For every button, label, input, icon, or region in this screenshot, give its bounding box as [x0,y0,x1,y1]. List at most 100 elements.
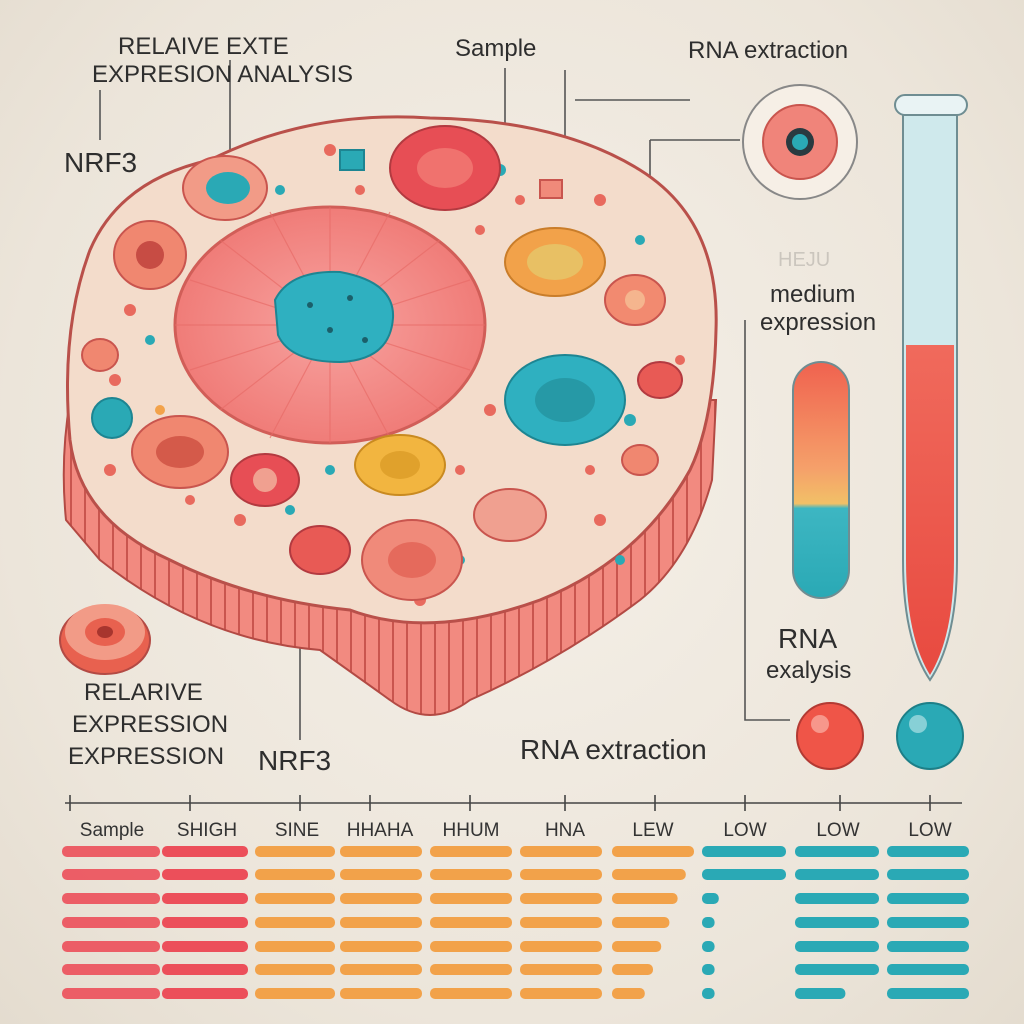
expression-bar [702,917,715,928]
table-axis [65,795,962,811]
expression-bar [162,893,248,904]
sample-label-top: Sample [455,35,537,62]
central-gland [173,205,487,445]
expression-label: expression [760,309,877,336]
expression-bar [795,988,846,999]
table-header: LOW [723,820,767,841]
expression-bar [520,941,602,952]
expression-bar [255,941,335,952]
expression-bar-grid [62,846,969,999]
expression-bar [520,964,602,975]
rna-extraction-label-bottom: RNA extraction [520,734,707,765]
expression-bar [162,869,248,880]
expression-bar [62,964,160,975]
expression-bar [520,893,602,904]
expression-bar [612,988,645,999]
table-header: HHAHA [346,820,414,841]
expression-bar [62,869,160,880]
expression-bar [612,869,686,880]
expression-bar [887,941,969,952]
expression-bar [887,893,969,904]
expression-bar [340,846,422,857]
title-line2: EXPRESION ANALYSIS [92,61,353,88]
rna-label: RNA [778,623,838,654]
expression-bar [340,869,422,880]
expression-bar [795,941,879,952]
exalysis-label: exalysis [766,657,852,684]
table-header: SINE [274,820,320,841]
title-line1: RELAIVE EXTE [118,33,289,60]
expression-bar [702,941,715,952]
expression-bar [430,869,512,880]
red-sphere [796,702,864,770]
sample-disc [59,604,151,675]
expression-bar [520,846,602,857]
expression-bar [162,846,248,857]
expression-bar [62,941,160,952]
small-test-tube [792,361,850,599]
expression-bar [702,846,786,857]
expression-bar [340,964,422,975]
expression-bar [255,869,335,880]
expression-bar [612,893,678,904]
expression-bar [795,893,879,904]
expression-bar [255,917,335,928]
expression-bar [887,869,969,880]
nrf3-label-bottom: NRF3 [258,745,332,776]
table-header: HNA [544,820,586,841]
table-header: LEW [632,820,674,841]
expression-bar [340,988,422,999]
table-header: LOW [816,820,860,841]
expression-bar [162,988,248,999]
expression-bar [520,988,602,999]
magnified-view [742,84,858,200]
expression-bar [340,917,422,928]
expression-bar [887,988,969,999]
table-header: SHIGH [176,820,238,841]
nrf3-label-top: NRF3 [64,147,138,178]
teal-sphere [896,702,964,770]
expression-bar [430,988,512,999]
relative-label-line2: EXPRESSION [72,711,229,738]
expression-bar [340,941,422,952]
expression-bar [62,988,160,999]
tissue-cells [81,125,683,601]
relative-label-line3: EXPRESSION [68,743,225,770]
table-header: Sample [79,820,145,841]
expression-bar [887,964,969,975]
expression-bar [702,869,786,880]
expression-bar [702,964,715,975]
expression-bar [430,917,512,928]
expression-bar [255,988,335,999]
expression-bar [340,893,422,904]
table-header: HHUM [442,820,500,841]
expression-bar [702,988,715,999]
medium-faded-label: HEJU [778,249,831,271]
expression-bar [62,846,160,857]
relative-label-line1: RELARIVE [84,679,203,706]
expression-bar [520,917,602,928]
table-header: LOW [908,820,952,841]
expression-bar [162,941,248,952]
expression-bar [612,941,662,952]
expression-bar [520,869,602,880]
expression-bar [795,964,879,975]
large-test-tube [894,94,968,682]
rna-extraction-label-top: RNA extraction [688,37,849,64]
expression-bar [887,917,969,928]
expression-bar [62,893,160,904]
expression-bar [612,846,694,857]
expression-bar [255,964,335,975]
expression-bar [612,964,653,975]
expression-bar [795,846,879,857]
expression-bar [62,917,160,928]
expression-bar [702,893,719,904]
expression-bar [430,964,512,975]
expression-bar [430,893,512,904]
expression-bar [612,917,670,928]
expression-bar [162,964,248,975]
expression-bar [430,846,512,857]
medium-label: medium [770,281,856,308]
